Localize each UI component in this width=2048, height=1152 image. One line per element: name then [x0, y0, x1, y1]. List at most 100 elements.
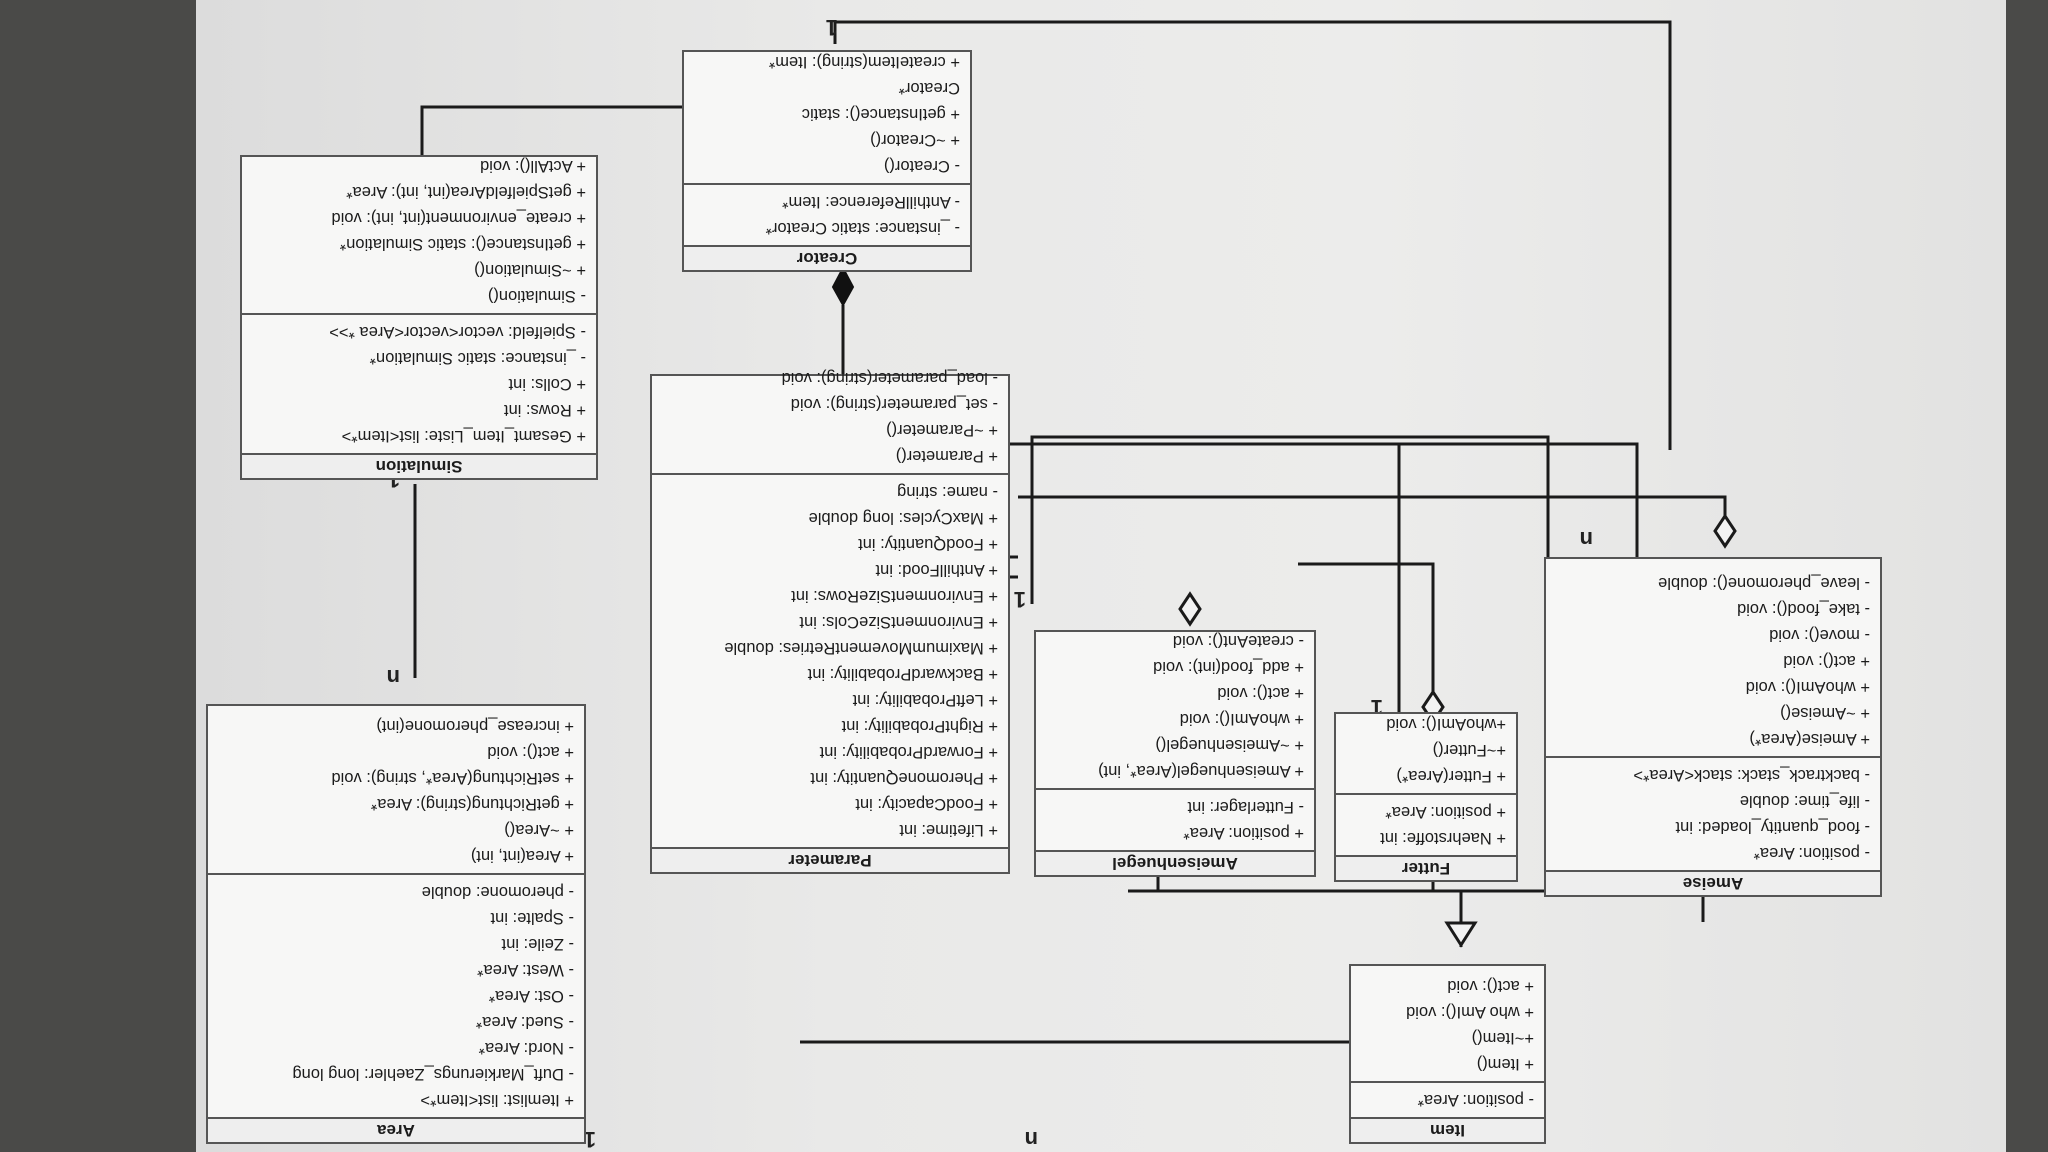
method: + who AmI(): void: [1406, 1003, 1534, 1021]
attribute: + FoodCapacity: int: [855, 795, 998, 813]
class-title: Ameisenhuegel: [1036, 850, 1314, 875]
item-attributes: - position: Area*: [1351, 1083, 1544, 1117]
class-title: Creator: [684, 245, 970, 270]
method: + getSpielfeldArea(int, int): Area*: [346, 183, 586, 201]
simulation-methods: - Simulation() + ~Simulation() + getInst…: [242, 149, 596, 315]
parameter-attributes: + Lifetime: int + FoodCapacity: int + Ph…: [652, 475, 1008, 847]
method: + act(): void: [1217, 684, 1304, 702]
method: + whoAmI(): void: [1179, 710, 1304, 728]
futter-methods: + Futter(Area*) +~Futter() +whoAmI(): vo…: [1336, 707, 1516, 795]
futter-attributes: + Naehrstoffe: int + position: Area*: [1336, 795, 1516, 855]
method: + Item(): [1476, 1055, 1534, 1073]
attribute: - _instance: static Creator*: [765, 219, 960, 237]
attribute: - Spielfeld: vector<vector<Area *>>: [329, 323, 586, 341]
class-title: Item: [1351, 1117, 1544, 1142]
attribute: + Gesamt_Item_Liste: list<Item*>: [341, 427, 586, 445]
attribute: - Duft_Markierungs_Zaehler: long long: [292, 1065, 574, 1083]
attribute: - Zeile: int: [501, 935, 574, 953]
method: - createAnt(): void: [1172, 632, 1304, 650]
attribute: + MaximumMovementRetries: double: [724, 639, 998, 657]
attribute: + AnthillFood: int: [875, 561, 998, 579]
method: +~Item(): [1471, 1029, 1534, 1047]
attribute: + BackwardProbability: int: [807, 665, 998, 683]
method: + ~Ameise(): [1780, 704, 1870, 722]
attribute: + MaxCycles: long double: [808, 509, 998, 527]
parameter-methods: + Parameter() + ~Parameter() - set_param…: [652, 361, 1008, 475]
attribute: - Nord: Area*: [478, 1039, 574, 1057]
ameisenhuegel-methods: + Ameisenhuegel(Area*, int) + ~Ameisenhu…: [1036, 624, 1314, 790]
attribute: + RightProbability: int: [841, 717, 998, 735]
method: + whoAmI(): void: [1745, 678, 1870, 696]
method: + ~Area(): [504, 821, 574, 839]
area-attributes: + Itemlist: list<Item*> - Duft_Markierun…: [208, 875, 584, 1117]
class-title: Parameter: [652, 847, 1008, 872]
creator-methods: - Creator() + ~Creator() + getInstance()…: [684, 45, 970, 185]
class-item: Item - position: Area* + Item() +~Item()…: [1349, 964, 1546, 1144]
ameisenhuegel-attributes: + position: Area* - Futterlager: int: [1036, 790, 1314, 850]
attribute: + PheromoneQuantity: int: [810, 769, 998, 787]
method: + getInstance(): static: [801, 105, 960, 123]
class-title: Futter: [1336, 855, 1516, 880]
inheritance-triangle: [1444, 921, 1478, 948]
method: - Simulation(): [487, 287, 586, 305]
class-ameisenhuegel: Ameisenhuegel + position: Area* - Futter…: [1034, 624, 1316, 877]
method: - leave_pheromone(): double: [1658, 574, 1870, 592]
class-parameter: Parameter + Lifetime: int + FoodCapacity…: [650, 361, 1010, 874]
method: + setRichtung(Area*, string): void: [331, 769, 574, 787]
method: + ~Simulation(): [474, 261, 586, 279]
attribute: - position: Area*: [1753, 844, 1870, 862]
method: + act(): void: [487, 743, 574, 761]
composition-diamond: [831, 265, 855, 308]
aggregation-diamond-ameise: [1713, 513, 1737, 549]
attribute: - Ost: Area*: [488, 987, 574, 1005]
attribute: - life_time: double: [1739, 792, 1870, 810]
attribute: + Lifetime: int: [899, 821, 998, 839]
method: + ~Parameter(): [886, 421, 998, 439]
attribute: + position: Area*: [1183, 824, 1304, 842]
attribute: + LeftProbability: int: [852, 691, 998, 709]
method: + ActAll(): void: [480, 157, 586, 175]
method: + increase_pheromone(int): [376, 717, 574, 735]
attribute: - pheromone: double: [421, 883, 574, 901]
creator-attributes: - _instance: static Creator* - AnthillRe…: [684, 185, 970, 245]
method: + Area(int, int): [470, 847, 574, 865]
simulation-attributes: + Gesamt_Item_Liste: list<Item*> + Rows:…: [242, 315, 596, 453]
class-area: Area + Itemlist: list<Item*> - Duft_Mark…: [206, 704, 586, 1144]
method: + createItem(string): Item*: [768, 53, 960, 71]
class-simulation: Simulation + Gesamt_Item_Liste: list<Ite…: [240, 149, 598, 480]
method: + create_environment(int, int): void: [331, 209, 586, 227]
multiplicity-hill-ant: 1: [1013, 587, 1026, 612]
method: +whoAmI(): void: [1386, 715, 1506, 733]
ameise-methods: + Ameise(Area*) + ~Ameise() + whoAmI(): …: [1546, 566, 1880, 758]
method: + ~Creator(): [870, 131, 960, 149]
method: + Parameter(): [895, 447, 998, 465]
attribute: - Sued: Area*: [475, 1013, 574, 1031]
attribute: + position: Area*: [1385, 803, 1506, 821]
attribute: - _instance: static Simulation*: [369, 349, 586, 367]
method: - set_parameter(string): void: [790, 395, 998, 413]
aggregation-ameise-parameter: [1018, 495, 1727, 534]
attribute: + Naehrstoffe: int: [1380, 829, 1506, 847]
method: +~Futter(): [1432, 741, 1506, 759]
attribute: + Rows: int: [503, 401, 586, 419]
attribute: - food_quantity_loaded: int: [1675, 818, 1870, 836]
method: - move(): void: [1769, 626, 1870, 644]
assoc-creator-item: [833, 20, 1672, 450]
attribute: + EnvironmentSizeCols: int: [799, 613, 998, 631]
attribute: - name: string: [897, 483, 998, 501]
method: + Ameisenhuegel(Area*, int): [1098, 762, 1304, 780]
attribute: - Spalte: int: [490, 909, 574, 927]
method: + act(): void: [1447, 977, 1534, 995]
attribute: - Futterlager: int: [1187, 798, 1304, 816]
method: + ~Ameisenhuegel(): [1155, 736, 1304, 754]
class-title: Area: [208, 1117, 584, 1142]
attribute: + EnvironmentSizeRows: int: [791, 587, 998, 605]
attribute: - West: Area*: [477, 961, 574, 979]
method: + Futter(Area*): [1396, 767, 1506, 785]
method: + add_food(int): void: [1153, 658, 1304, 676]
method: - take_food(): void: [1737, 600, 1870, 618]
item-methods: + Item() +~Item() + who AmI(): void + ac…: [1351, 969, 1544, 1083]
multiplicity-simulation-area: n: [386, 665, 400, 690]
class-title: Ameise: [1546, 870, 1880, 895]
